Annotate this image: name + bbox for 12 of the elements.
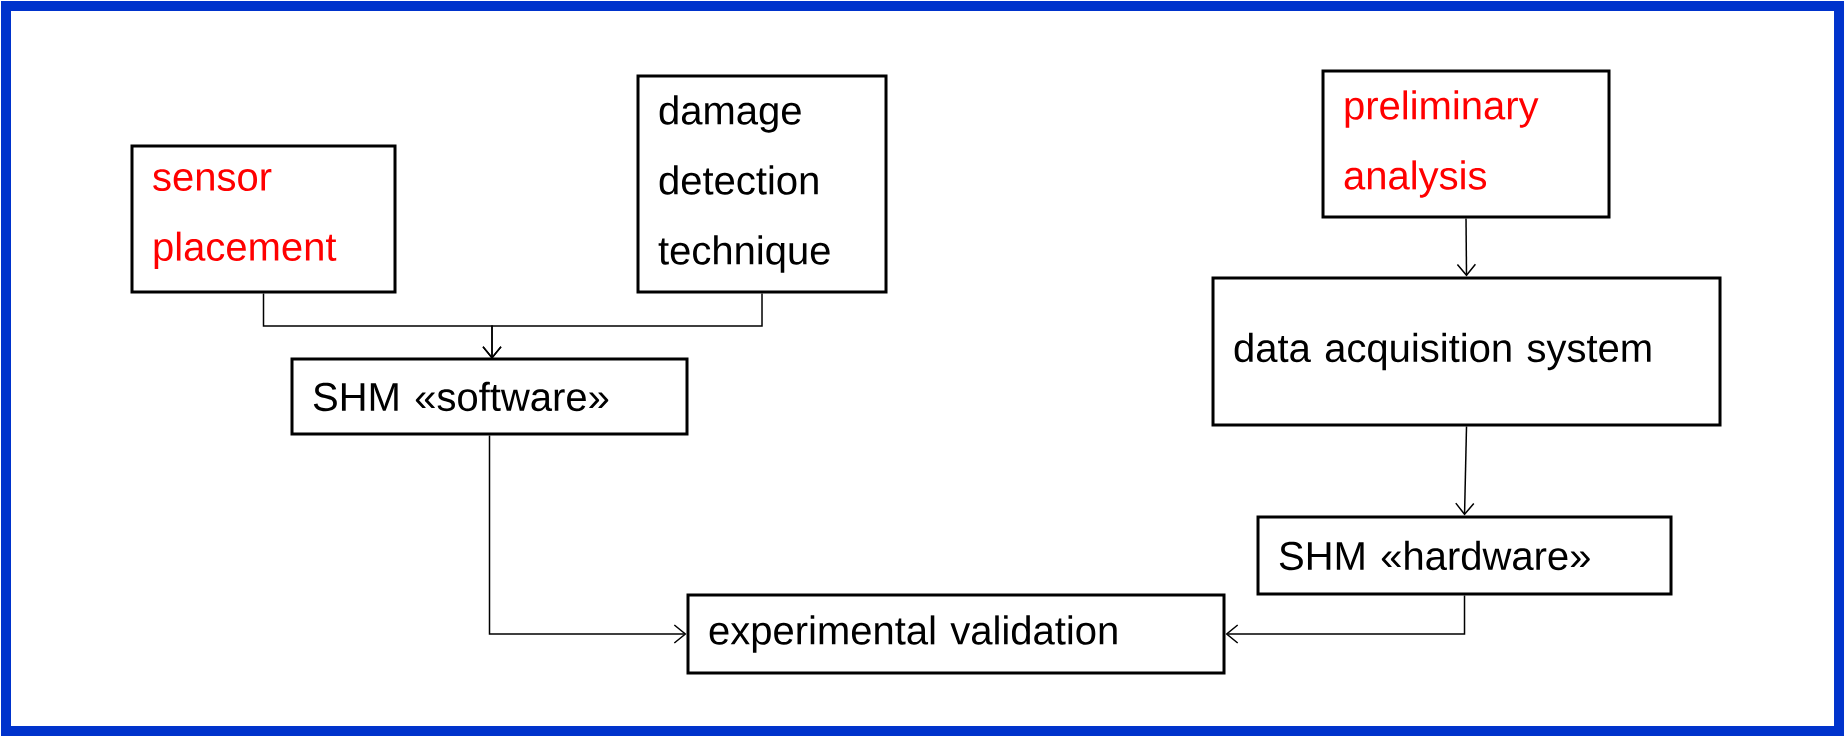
- process-box: SHM «software»: [290, 357, 689, 436]
- process-box: SHM «hardware»: [1256, 515, 1673, 596]
- arrow: [1455, 425, 1475, 516]
- process-box: data acquisition system: [1211, 276, 1722, 427]
- process-box: sensor placement: [130, 144, 397, 294]
- process-box: experimental validation: [686, 593, 1226, 675]
- arrow: [1225, 594, 1466, 644]
- arrow: [488, 434, 687, 644]
- arrow: [482, 292, 763, 359]
- process-box: preliminary analysis: [1321, 69, 1611, 219]
- process-box: damage detection technique: [636, 74, 888, 294]
- arrow: [1456, 217, 1477, 277]
